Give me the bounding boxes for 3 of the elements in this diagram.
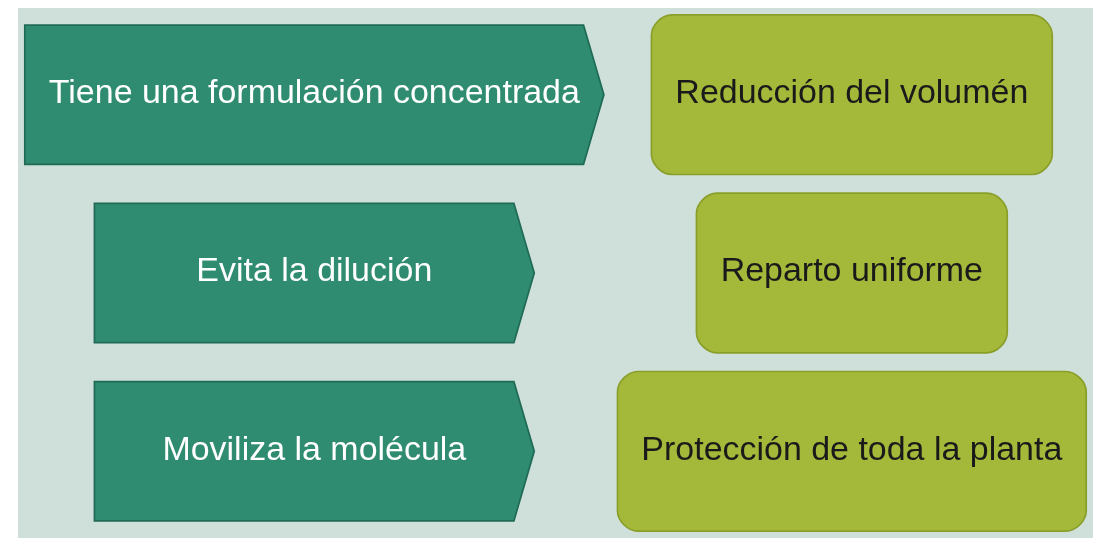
node-box: Reparto uniforme	[695, 192, 1009, 354]
node-box: Protección de toda la planta	[616, 370, 1088, 532]
node-box: Reducción del volumén	[650, 14, 1054, 176]
